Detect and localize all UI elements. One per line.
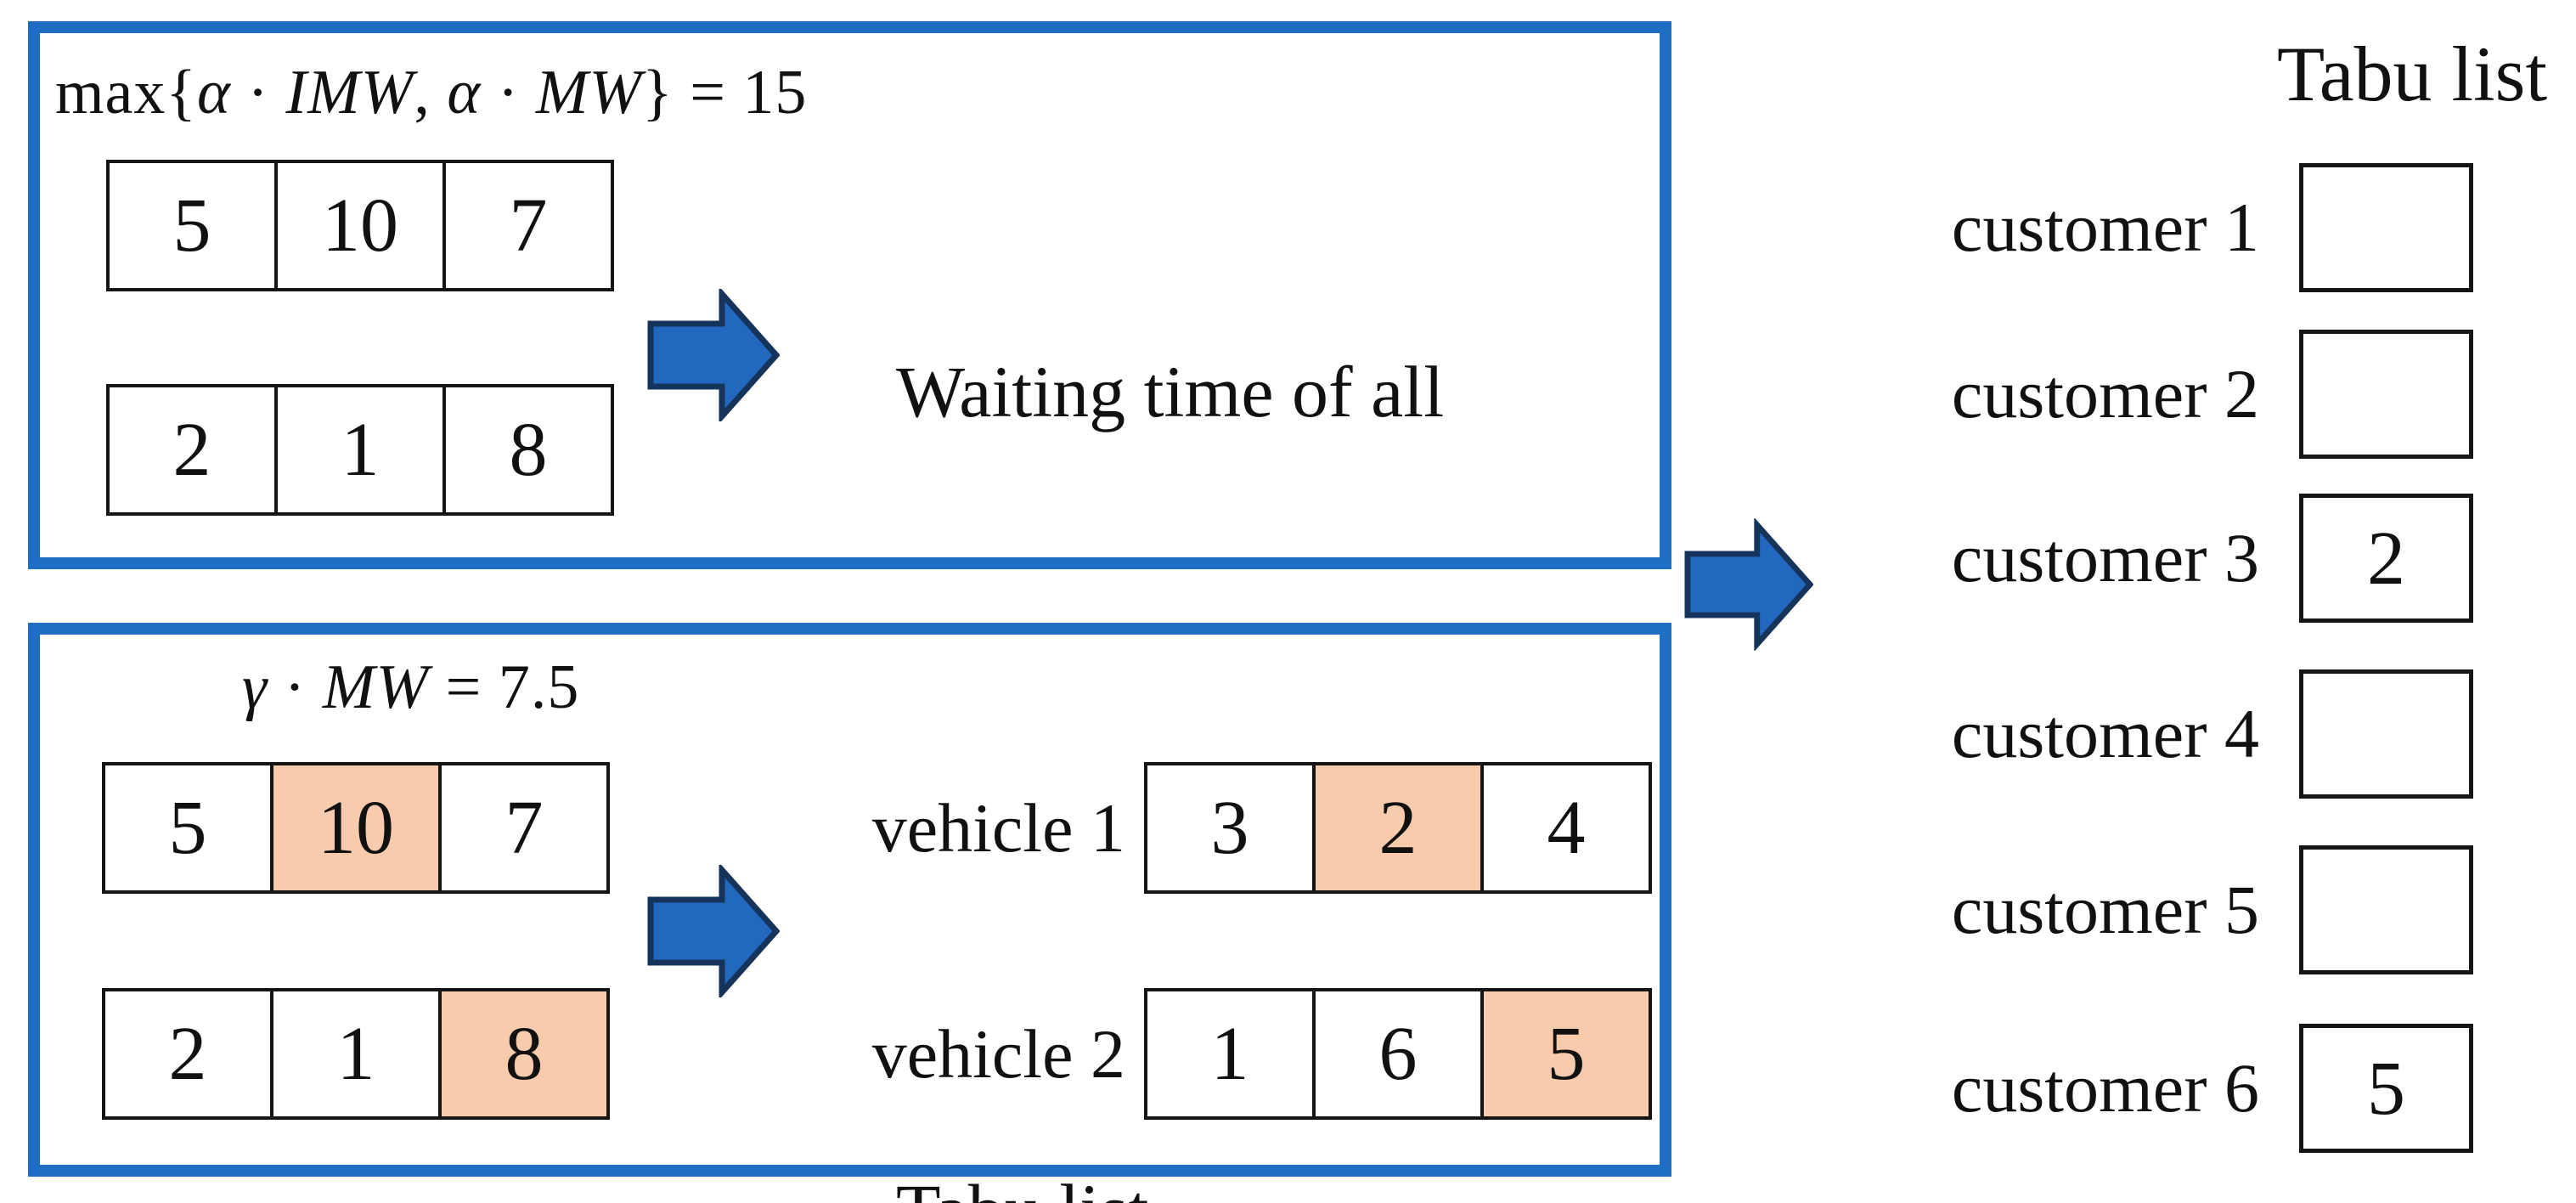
formula-text: · xyxy=(268,652,323,722)
grid-cell: 10 xyxy=(274,160,446,291)
formula-variable: γ xyxy=(242,652,268,722)
tabu-slot-filled: 2 xyxy=(2299,494,2473,623)
grid-cell: 8 xyxy=(442,384,614,516)
grid-cell: 1 xyxy=(1144,988,1316,1120)
vehicle-2-label: vehicle 2 xyxy=(871,1014,1125,1093)
formula-text: } = 15 xyxy=(642,58,808,127)
grid-cell: 1 xyxy=(274,384,446,516)
formula-text: max{ xyxy=(55,58,197,127)
formula-text: = 7.5 xyxy=(429,652,580,722)
tabu-row-label: customer 4 xyxy=(1951,695,2259,772)
formula-variable: MW xyxy=(322,652,430,722)
right-arrow-to-tabu-icon xyxy=(1684,518,1813,651)
tabu-row-label: customer 6 xyxy=(1951,1049,2259,1127)
tabu-row-label: customer 3 xyxy=(1951,519,2259,596)
right-arrow-icon xyxy=(647,289,780,421)
formula-variable: MW xyxy=(535,58,643,127)
formula-variable: α xyxy=(447,58,482,127)
grid-cell: 3 xyxy=(1144,762,1316,894)
tabu-slot-empty xyxy=(2299,669,2473,799)
formula-text: · xyxy=(230,58,286,127)
tabu-row-label: customer 2 xyxy=(1951,355,2259,432)
tabu-slot-empty xyxy=(2299,845,2473,974)
grid-cell: 1 xyxy=(270,988,442,1120)
formula-text: · xyxy=(481,58,536,127)
formula-text: , xyxy=(414,58,448,127)
tabu-slot-empty xyxy=(2299,330,2473,459)
grid-cell: 5 xyxy=(106,160,278,291)
grid-cell: 6 xyxy=(1312,988,1484,1120)
vehicle-1-label: vehicle 1 xyxy=(871,788,1125,867)
max-waiting-formula: max{α · IMW, α · MW} = 15 xyxy=(55,57,807,129)
grid-cell: 5 xyxy=(102,762,273,894)
right-arrow-icon xyxy=(647,865,780,997)
tabu-row-label: customer 1 xyxy=(1951,189,2259,266)
tabu-row-label: customer 5 xyxy=(1951,871,2259,948)
formula-variable: IMW xyxy=(285,58,414,127)
formula-variable: α xyxy=(196,58,231,127)
grid-cell-highlighted: 2 xyxy=(1312,762,1484,894)
note-line: Waiting time of all xyxy=(896,351,1445,432)
grid-cell-highlighted: 8 xyxy=(438,988,610,1120)
grid-cell: 2 xyxy=(106,384,278,516)
grid-cell: 7 xyxy=(438,762,610,894)
grid-cell: 7 xyxy=(442,160,614,291)
gamma-mw-formula: γ · MW = 7.5 xyxy=(242,652,579,724)
grid-cell-highlighted: 5 xyxy=(1480,988,1652,1120)
tabu-list-title: Tabu list xyxy=(2276,31,2548,117)
tabu-slot-filled: 5 xyxy=(2299,1024,2473,1153)
grid-cell-highlighted: 10 xyxy=(270,762,442,894)
grid-cell: 4 xyxy=(1480,762,1652,894)
grid-cell: 2 xyxy=(102,988,273,1120)
tabu-slot-empty xyxy=(2299,163,2473,292)
